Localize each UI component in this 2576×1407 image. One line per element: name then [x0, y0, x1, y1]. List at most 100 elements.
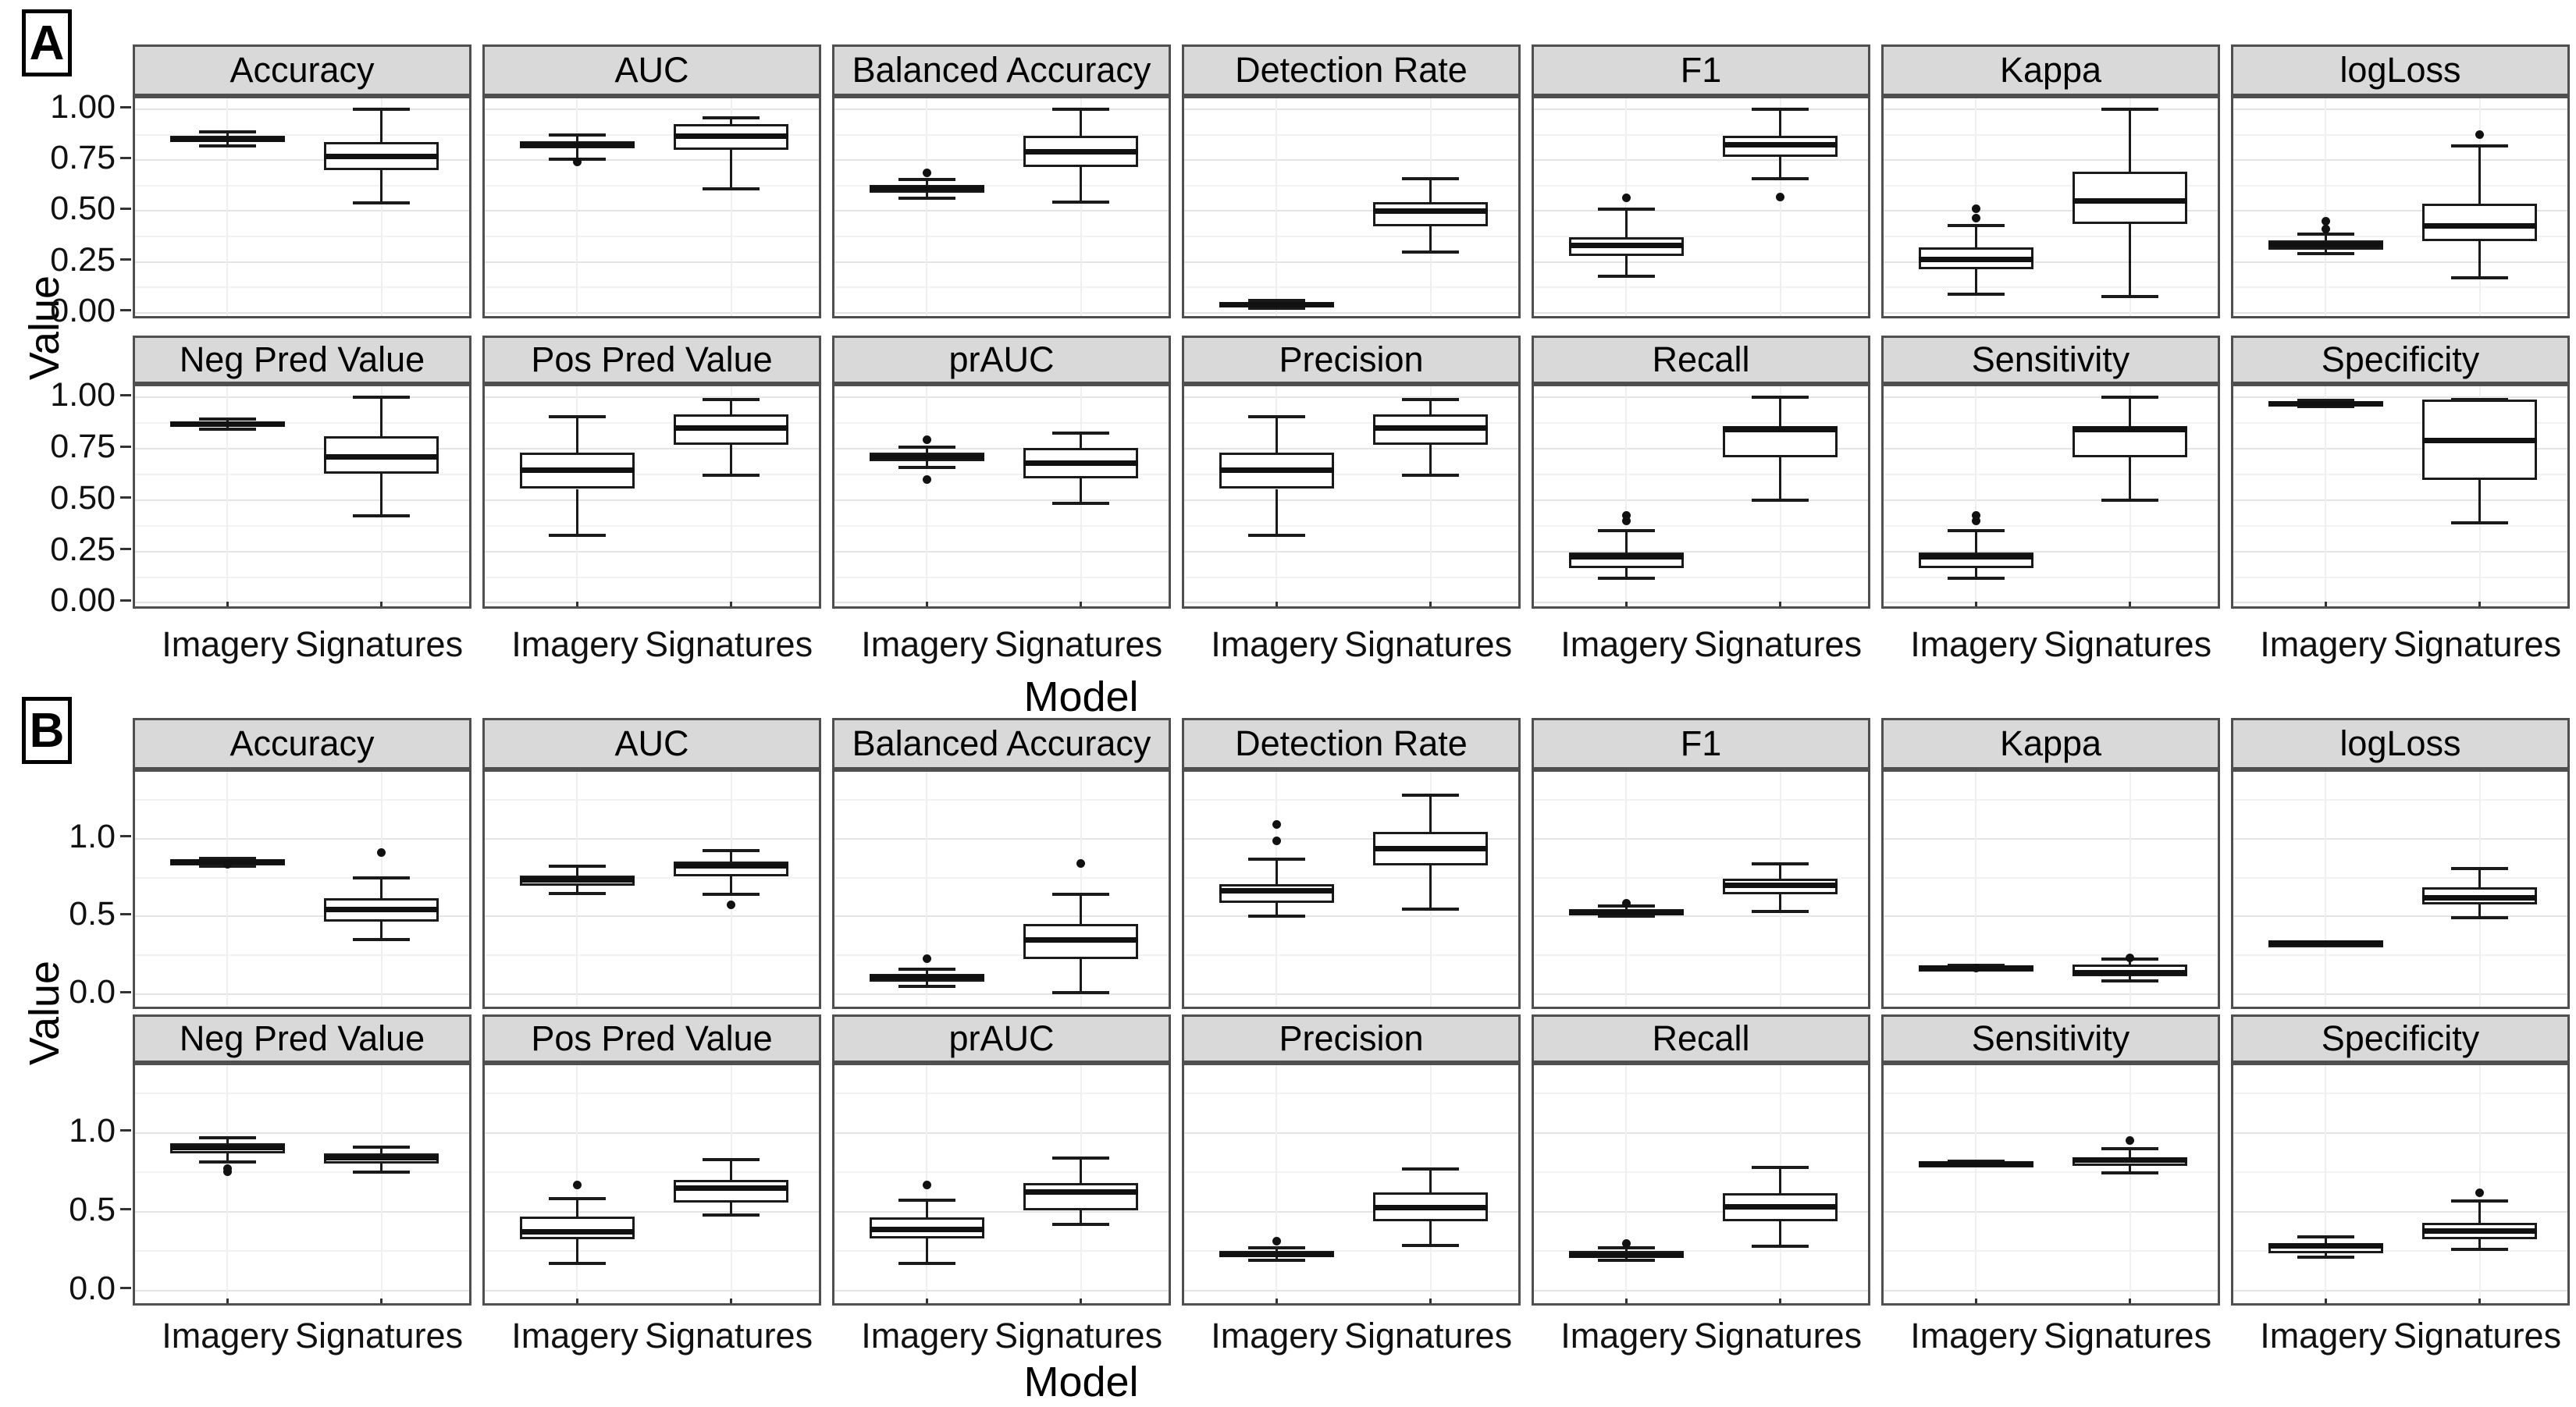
x-category-label-signatures: Signatures [2393, 1316, 2562, 1355]
outlier-point [222, 1167, 232, 1176]
facet-strip-pos-pred-value: Pos Pred Value [482, 336, 821, 384]
outlier-point [2321, 216, 2330, 226]
facet-panel-recall [1532, 384, 1870, 609]
facet-panel-kappa [1881, 96, 2220, 318]
x-category-label-signatures: Signatures [2043, 1316, 2212, 1355]
y-tick-label: 0.00 [50, 291, 116, 329]
outlier-point [1971, 511, 1980, 521]
y-tick-label: 1.0 [69, 1111, 116, 1149]
x-category-label-imagery: Imagery [2260, 624, 2387, 664]
facet-panel-logloss [2231, 96, 2570, 318]
outlier-point [1621, 898, 1631, 908]
x-category-label-signatures: Signatures [994, 1316, 1163, 1355]
facet-panel-prauc [832, 1063, 1171, 1306]
y-tick-label: 0.75 [50, 139, 116, 177]
facet-panel-accuracy [133, 96, 471, 318]
y-tick-label: 0.25 [50, 530, 116, 568]
facet-panel-logloss [2231, 769, 2570, 1009]
facet-panel-sensitivity [1881, 384, 2220, 609]
facet-strip-balanced-accuracy: Balanced Accuracy [832, 44, 1171, 96]
facet-panel-sensitivity [1881, 1063, 2220, 1306]
facet-strip-prauc: prAUC [832, 1014, 1171, 1063]
x-category-label-signatures: Signatures [994, 624, 1163, 664]
x-category-label-imagery: Imagery [2260, 1316, 2387, 1355]
outlier-point [1971, 204, 1980, 214]
outlier-point [1971, 214, 1980, 223]
facet-strip-logloss: logLoss [2231, 718, 2570, 769]
outlier-point [1776, 192, 1785, 201]
outlier-point [1621, 194, 1631, 203]
y-tick-label: 0.5 [69, 895, 116, 933]
facet-strip-kappa: Kappa [1881, 44, 2220, 96]
x-category-label-imagery: Imagery [1910, 624, 2037, 664]
facet-panel-specificity [2231, 1063, 2570, 1306]
outlier-point [727, 901, 736, 910]
panel-b-badge: B [22, 697, 72, 764]
box-signatures [1372, 201, 1489, 226]
facet-panel-prauc [832, 384, 1171, 609]
x-category-label-imagery: Imagery [511, 624, 639, 664]
facet-strip-f1: F1 [1532, 718, 1870, 769]
outlier-point [2126, 953, 2135, 962]
facet-strip-specificity: Specificity [2231, 1014, 2570, 1063]
y-tick-label: 0.50 [50, 190, 116, 228]
y-tick-label: 0.5 [69, 1190, 116, 1228]
outlier-point [1621, 516, 1631, 525]
facet-strip-balanced-accuracy: Balanced Accuracy [832, 718, 1171, 769]
outlier-point [1272, 820, 1281, 830]
y-tick-label: 0.50 [50, 478, 116, 517]
facet-strip-prauc: prAUC [832, 336, 1171, 384]
x-category-label-imagery: Imagery [1211, 1316, 1338, 1355]
outlier-point [922, 168, 931, 177]
facet-strip-precision: Precision [1182, 336, 1521, 384]
facet-strip-sensitivity: Sensitivity [1881, 1014, 2220, 1063]
facet-strip-recall: Recall [1532, 1014, 1870, 1063]
x-category-label-signatures: Signatures [644, 1316, 813, 1355]
facet-panel-auc [482, 769, 821, 1009]
x-category-label-signatures: Signatures [1343, 624, 1513, 664]
x-category-label-imagery: Imagery [1560, 624, 1688, 664]
box-imagery [519, 1216, 635, 1239]
outlier-point [222, 859, 232, 869]
outlier-point [1076, 859, 1086, 869]
outlier-point [2321, 225, 2330, 234]
x-category-label-signatures: Signatures [294, 1316, 464, 1355]
x-category-label-imagery: Imagery [861, 1316, 988, 1355]
box-signatures [2421, 204, 2538, 242]
facet-panel-specificity [2231, 384, 2570, 609]
outlier-point [1971, 516, 1980, 525]
x-category-label-imagery: Imagery [861, 624, 988, 664]
x-category-label-imagery: Imagery [162, 624, 289, 664]
facet-panel-neg-pred-value [133, 1063, 471, 1306]
facet-panel-neg-pred-value [133, 384, 471, 609]
outlier-point [572, 1181, 582, 1190]
outlier-point [922, 475, 931, 485]
facet-strip-recall: Recall [1532, 336, 1870, 384]
outlier-point [922, 1180, 931, 1189]
panel-a-x-axis-title: Model [1023, 673, 1139, 720]
y-tick-label: 1.0 [69, 817, 116, 855]
facet-panel-pos-pred-value [482, 1063, 821, 1306]
x-category-label-signatures: Signatures [1693, 624, 1863, 664]
x-category-label-signatures: Signatures [294, 624, 464, 664]
facet-strip-neg-pred-value: Neg Pred Value [133, 336, 471, 384]
outlier-point [1621, 511, 1631, 521]
x-category-label-imagery: Imagery [162, 1316, 289, 1355]
facet-panel-balanced-accuracy [832, 96, 1171, 318]
box-signatures [2072, 171, 2188, 225]
facet-panel-f1 [1532, 769, 1870, 1009]
y-tick-label: 1.00 [50, 376, 116, 414]
outlier-point [1272, 837, 1281, 846]
outlier-point [377, 848, 386, 858]
facet-panel-balanced-accuracy [832, 769, 1171, 1009]
x-category-label-signatures: Signatures [2043, 624, 2212, 664]
facet-strip-f1: F1 [1532, 44, 1870, 96]
facet-panel-detection-rate [1182, 96, 1521, 318]
outlier-point [572, 158, 582, 167]
x-category-label-imagery: Imagery [1211, 624, 1338, 664]
facet-panel-accuracy [133, 769, 471, 1009]
x-category-label-imagery: Imagery [1910, 1316, 2037, 1355]
facet-strip-specificity: Specificity [2231, 336, 2570, 384]
facet-panel-auc [482, 96, 821, 318]
facet-strip-neg-pred-value: Neg Pred Value [133, 1014, 471, 1063]
